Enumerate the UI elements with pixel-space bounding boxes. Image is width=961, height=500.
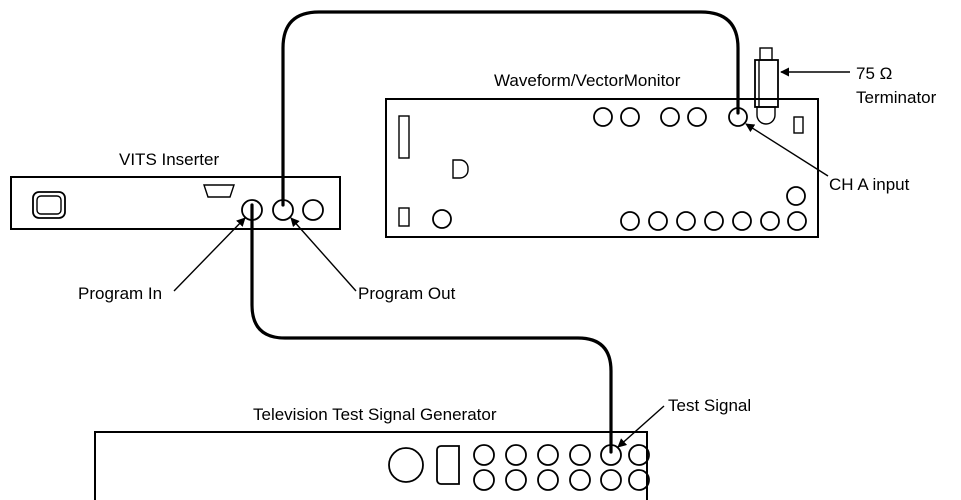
vits-d-connector (203, 184, 235, 198)
generator-jack (505, 469, 527, 491)
monitor-jack (620, 107, 640, 127)
monitor-slot-connector (398, 115, 410, 159)
monitor-jack (593, 107, 613, 127)
generator-d-connector (436, 445, 460, 485)
monitor-small-slot (793, 116, 804, 134)
test-signal-label: Test Signal (668, 396, 751, 415)
program-out-label: Program Out (358, 284, 456, 303)
program-out-to-monitor-cable (281, 10, 740, 207)
generator-jack (600, 469, 622, 491)
terminator-plug (754, 47, 779, 125)
monitor-d-connector (452, 159, 469, 179)
ch-a-input-label: CH A input (829, 175, 910, 194)
vits-jack (302, 199, 324, 221)
power-connector-inner (36, 195, 62, 215)
generator-knob (388, 447, 424, 483)
generator-jack (537, 469, 559, 491)
monitor-small-slot (398, 207, 410, 227)
ch-a-input-arrow (745, 123, 829, 177)
monitor-jack (660, 107, 680, 127)
generator-jack (569, 444, 591, 466)
program-in-arrow (173, 217, 246, 292)
test-signal-generator (94, 431, 650, 500)
monitor-label: Waveform/VectorMonitor (494, 71, 681, 90)
generator-jack (505, 444, 527, 466)
program-out-arrow (290, 217, 357, 292)
power-connector (32, 191, 66, 219)
terminator-label-line2: Terminator (856, 88, 937, 107)
monitor-jack (620, 211, 640, 231)
generator-jack (569, 469, 591, 491)
generator-jack (628, 469, 650, 491)
generator-jack (537, 444, 559, 466)
vits-label: VITS Inserter (119, 150, 219, 169)
vits-inserter (10, 176, 341, 230)
terminator-label-line1: 75 Ω (856, 64, 892, 83)
generator-jack (473, 444, 495, 466)
program-in-label: Program In (78, 284, 162, 303)
monitor-jack (786, 186, 806, 206)
monitor-jack (648, 211, 668, 231)
waveform-vector-monitor (385, 98, 819, 238)
monitor-jack (760, 211, 780, 231)
generator-jack (473, 469, 495, 491)
test-signal-arrow (617, 405, 665, 448)
monitor-jack (432, 209, 452, 229)
monitor-jack (704, 211, 724, 231)
terminator-cap (759, 47, 773, 61)
monitor-jack (787, 211, 807, 231)
monitor-jack (687, 107, 707, 127)
monitor-jack (732, 211, 752, 231)
generator-to-program-in-cable (250, 203, 613, 454)
generator-label: Television Test Signal Generator (253, 405, 497, 424)
generator-jack (628, 444, 650, 466)
monitor-jack (676, 211, 696, 231)
terminator-connector (756, 106, 776, 125)
generator-panel (94, 431, 648, 500)
